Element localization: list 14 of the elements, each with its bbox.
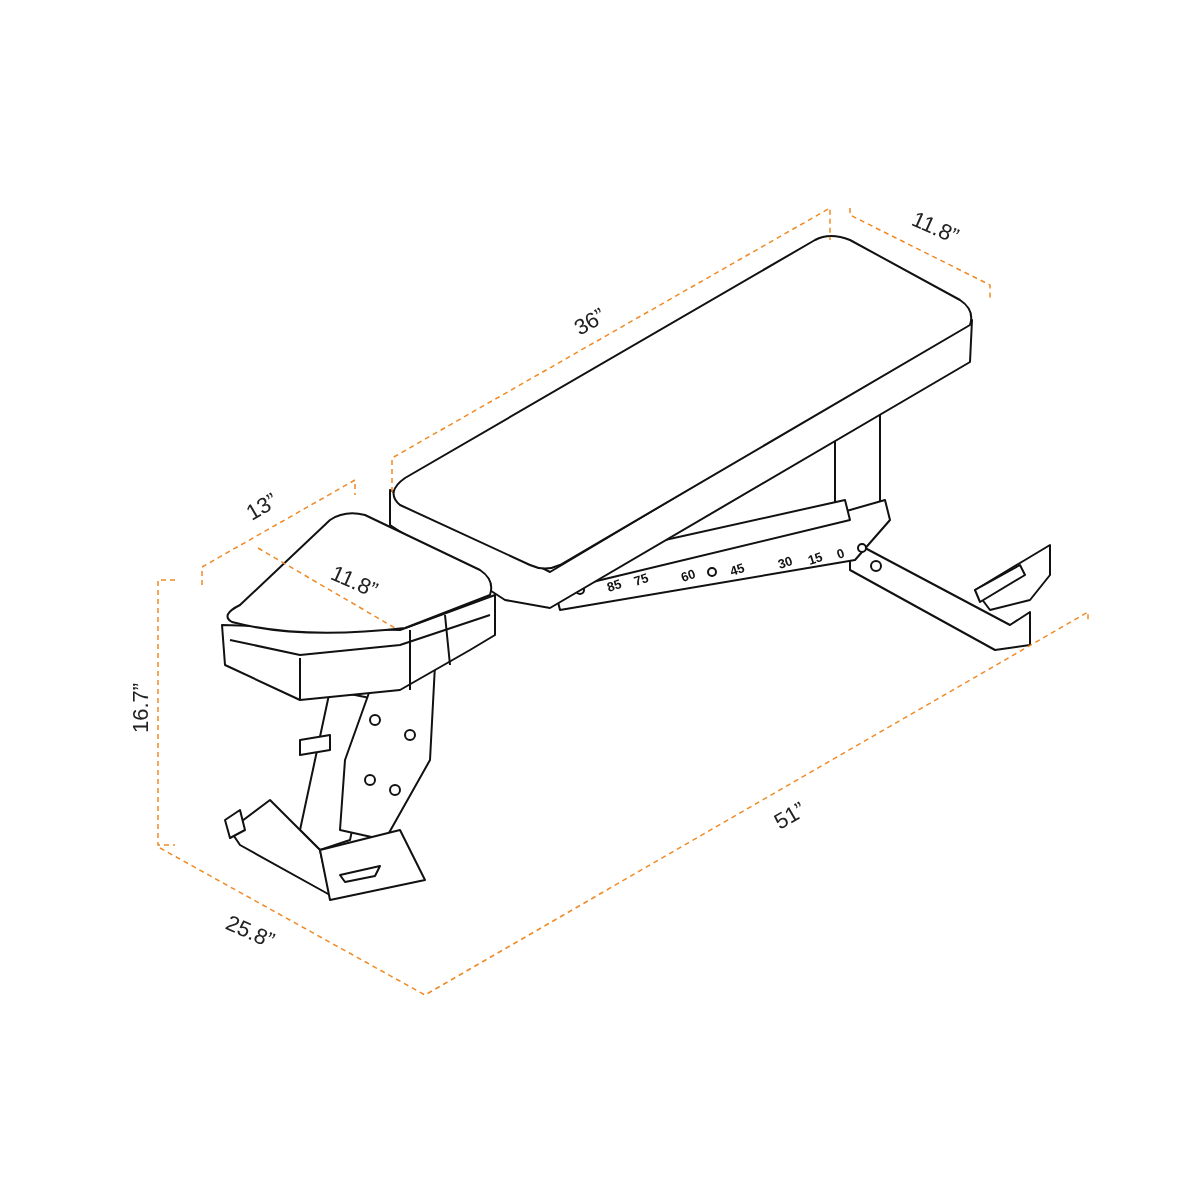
dimension-label: 13” <box>242 489 282 525</box>
angle-number: 85 <box>605 576 624 594</box>
angle-number: 0 <box>834 545 846 561</box>
angle-number: 15 <box>806 549 825 567</box>
dimension-label: 11.8” <box>327 562 381 602</box>
dimension-label: 25.8” <box>222 911 278 953</box>
angle-number: 75 <box>632 570 651 588</box>
dimension-label: 11.8” <box>908 208 962 248</box>
dimension-label: 16.7” <box>130 682 153 734</box>
dimension-label: 36” <box>570 304 610 340</box>
dimension-label: 51” <box>770 798 810 834</box>
angle-number: 30 <box>776 553 795 571</box>
angle-number: 60 <box>679 566 698 584</box>
angle-number: 45 <box>728 560 747 578</box>
